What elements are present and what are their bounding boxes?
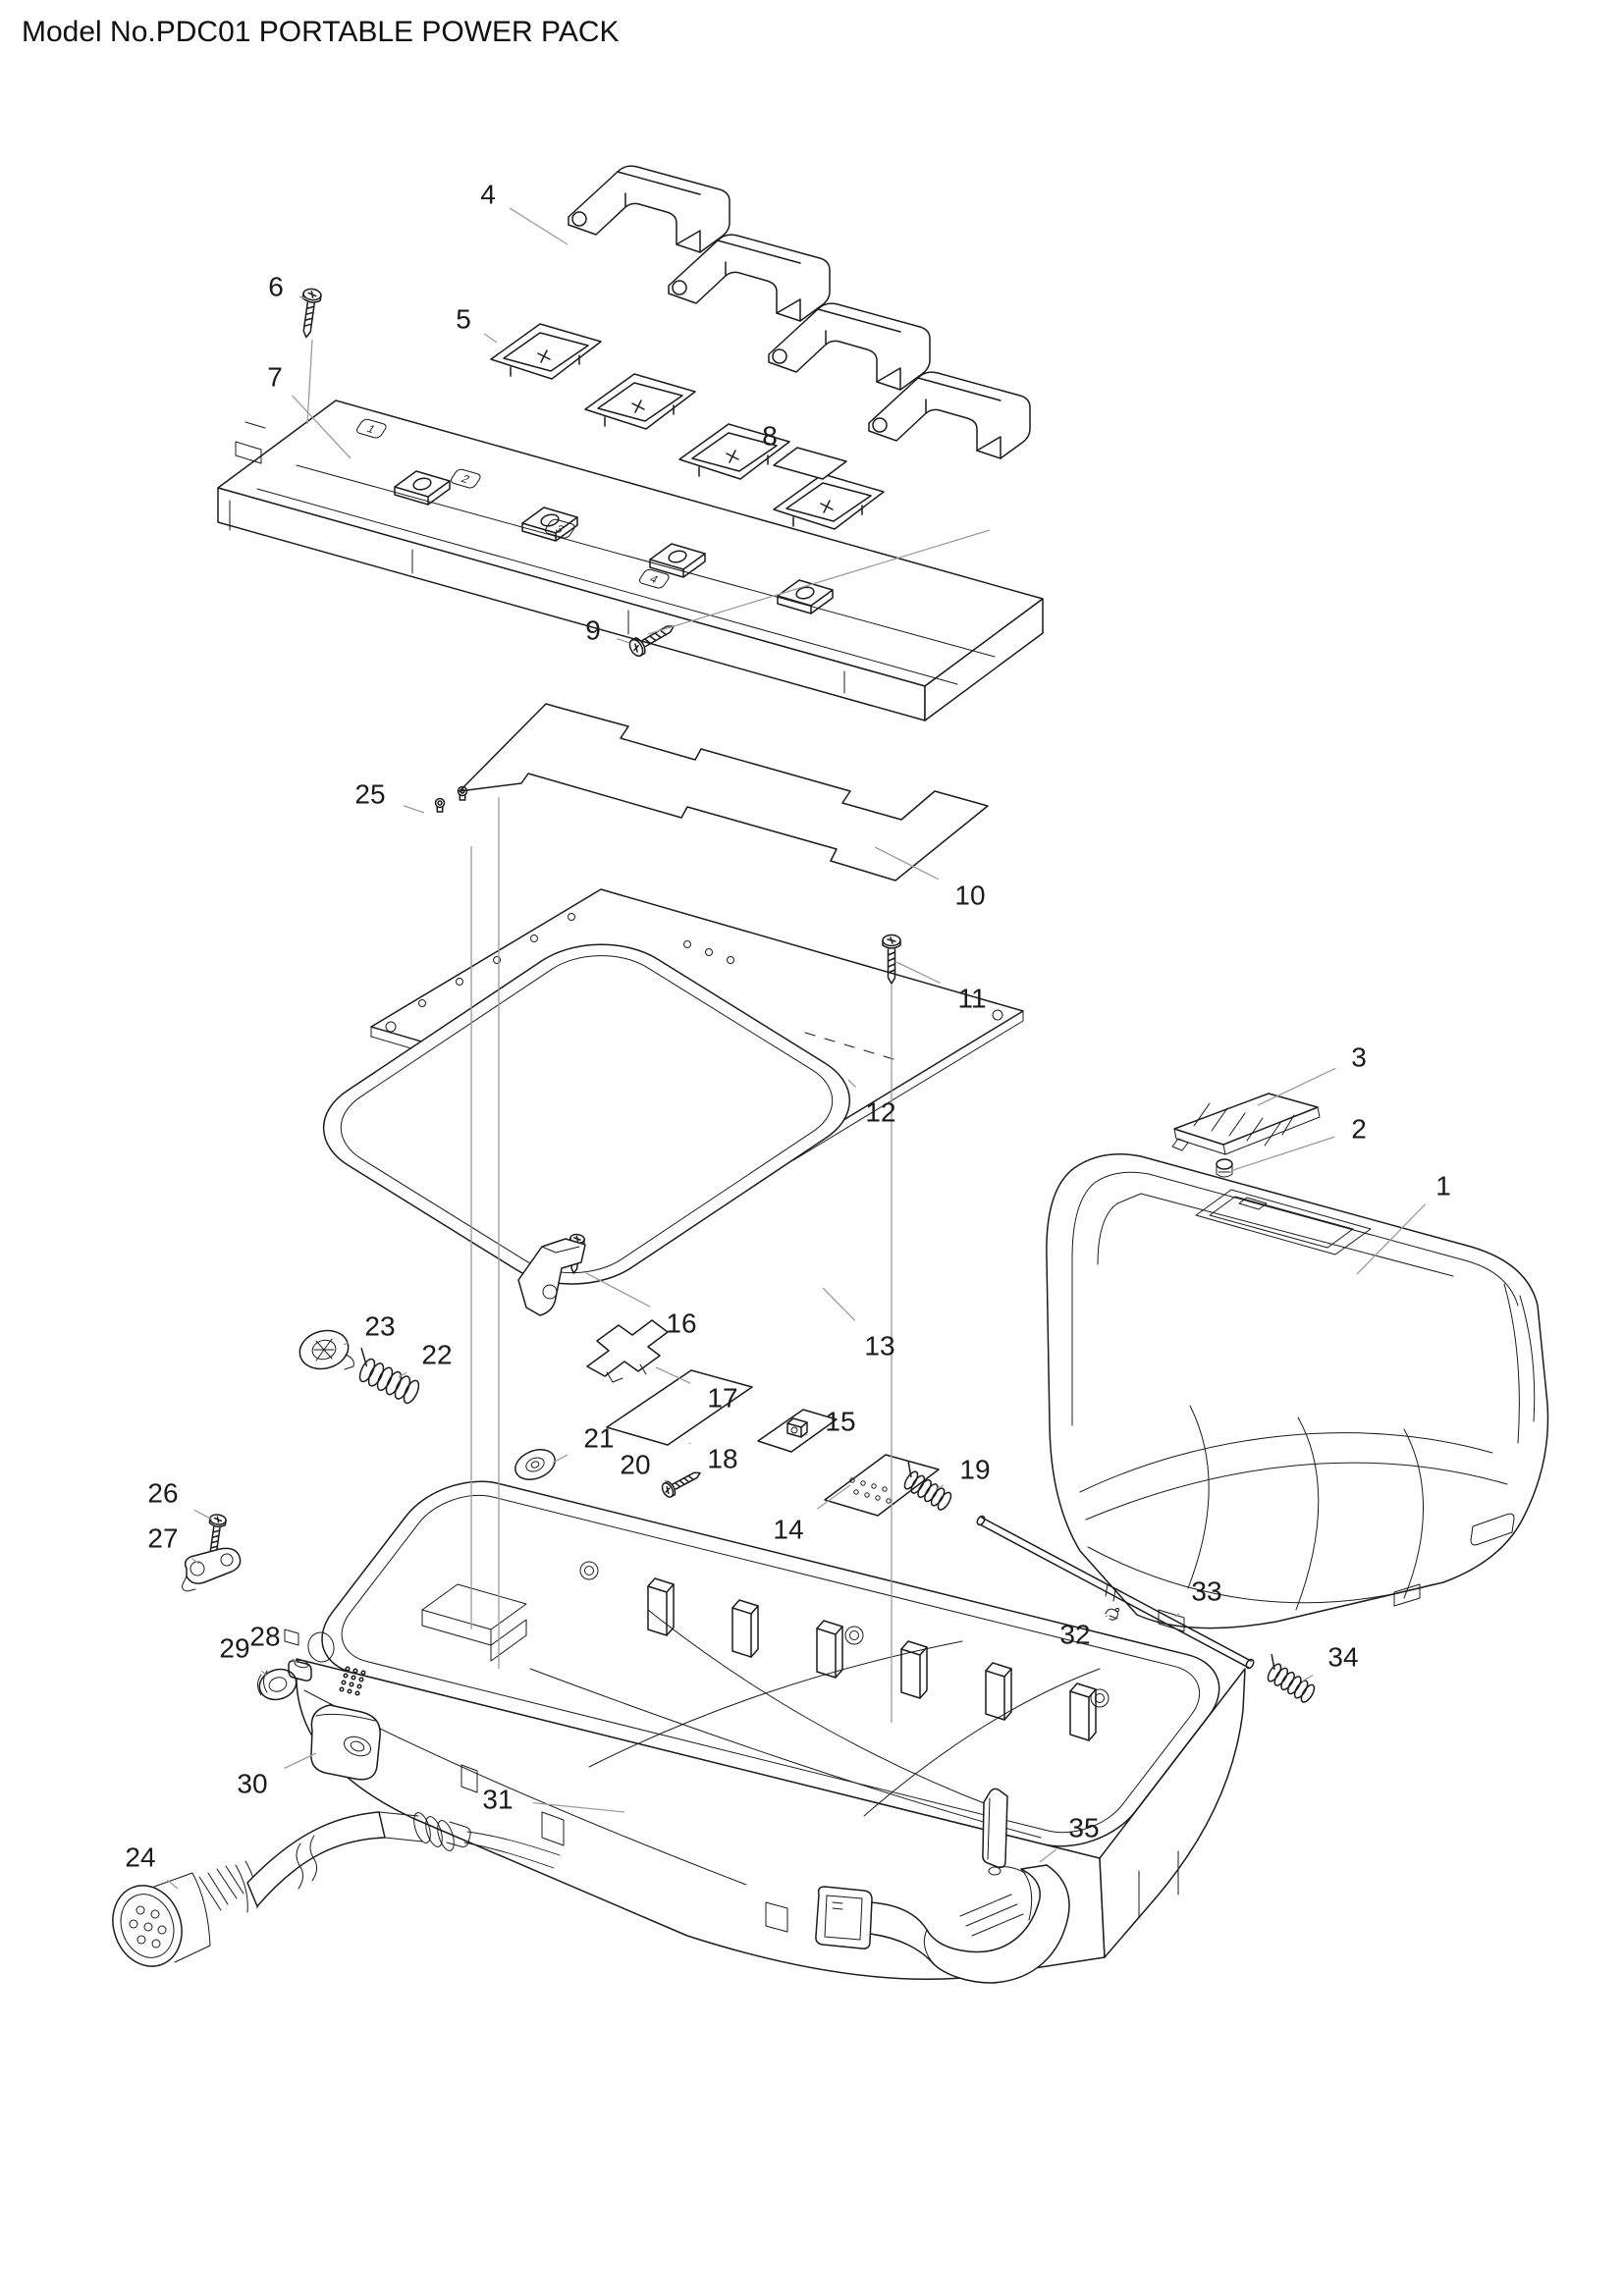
part-label-17: 17 — [707, 1383, 737, 1414]
part-label-32: 32 — [1059, 1620, 1090, 1650]
leader-line-23 — [344, 1342, 349, 1345]
leader-line-7 — [293, 396, 351, 458]
part-label-16: 16 — [666, 1308, 696, 1339]
part-label-11: 11 — [957, 984, 986, 1014]
leader-line-2 — [1233, 1137, 1334, 1170]
part-label-10: 10 — [954, 881, 985, 911]
leader-line-35 — [1040, 1849, 1056, 1862]
leader-line-14 — [817, 1485, 850, 1509]
leader-line-10 — [875, 847, 939, 880]
part-label-21: 21 — [583, 1423, 614, 1454]
leader-line-9 — [618, 639, 630, 643]
part-label-1: 1 — [1435, 1171, 1451, 1201]
leader-line-12 — [848, 1080, 856, 1088]
part-29-grommet — [255, 1665, 299, 1704]
leader-line-18 — [689, 1443, 690, 1444]
part-8-sheet — [774, 448, 846, 479]
leader-line-19 — [936, 1485, 944, 1489]
part-label-18: 18 — [707, 1444, 737, 1474]
part-27-lever — [183, 1548, 241, 1591]
part-label-13: 13 — [864, 1331, 894, 1362]
part-label-4: 4 — [480, 180, 496, 210]
leader-line-27 — [192, 1559, 200, 1564]
part-label-28: 28 — [249, 1622, 280, 1652]
part-label-8: 8 — [762, 421, 778, 452]
part-6-screw — [297, 287, 323, 340]
part-label-34: 34 — [1327, 1642, 1358, 1673]
part-2-cap — [1217, 1159, 1232, 1177]
part-34-spring — [1258, 1654, 1320, 1705]
part-3-nameplate — [1172, 1094, 1320, 1154]
part-label-27: 27 — [147, 1523, 178, 1554]
leader-line-24 — [168, 1880, 179, 1889]
part-15-switch-board — [758, 1410, 837, 1452]
part-label-9: 9 — [585, 615, 601, 646]
leader-line-32 — [1106, 1616, 1108, 1617]
part-label-30: 30 — [237, 1769, 267, 1799]
part-33-rod — [976, 1515, 1255, 1670]
part-31-bottom-tray — [285, 1469, 1245, 1979]
leader-line-25 — [404, 806, 424, 813]
part-30-ferrite-ring — [311, 1705, 380, 1780]
part-18-label-plate — [607, 1370, 752, 1445]
part-16-latch-bracket — [518, 1233, 585, 1315]
leader-line-31 — [533, 1803, 624, 1812]
part-label-6: 6 — [268, 272, 284, 302]
leader-line-17 — [656, 1367, 690, 1383]
part-22-spring — [348, 1347, 425, 1407]
leader-line-29 — [262, 1671, 267, 1675]
part-24-power-cable — [102, 1811, 560, 1976]
part-13-gasket — [290, 923, 884, 1306]
leader-line-11 — [896, 962, 941, 983]
leader-line-6 — [299, 296, 309, 300]
part-label-33: 33 — [1191, 1576, 1221, 1607]
leader-line-30 — [285, 1753, 317, 1769]
part-7-mount-plate: 1 2 3 4 — [218, 400, 1043, 721]
alignment-lines — [307, 340, 990, 1723]
part-label-23: 23 — [364, 1311, 395, 1342]
part-23-cap — [296, 1325, 353, 1374]
part-21-grommet — [511, 1444, 559, 1485]
part-20-screw — [659, 1466, 705, 1500]
leader-line-15 — [805, 1434, 807, 1435]
part-4-terminal-covers — [568, 165, 1031, 459]
part-label-29: 29 — [219, 1633, 249, 1664]
leader-line-26 — [194, 1510, 212, 1520]
leader-line-13 — [823, 1288, 855, 1320]
part-32-clip — [1106, 1608, 1119, 1620]
part-label-31: 31 — [482, 1785, 513, 1815]
part-label-24: 24 — [125, 1842, 155, 1873]
part-label-12: 12 — [865, 1097, 895, 1128]
page-title: Model No.PDC01 PORTABLE POWER PACK — [22, 16, 620, 48]
leader-line-28 — [293, 1659, 298, 1663]
leader-line-34 — [1302, 1675, 1313, 1682]
part-label-19: 19 — [959, 1455, 990, 1485]
part-10-insulation-sheet — [460, 704, 988, 881]
leader-line-3 — [1258, 1068, 1336, 1105]
part-1-top-housing — [1047, 1154, 1548, 1631]
part-label-35: 35 — [1068, 1813, 1099, 1843]
part-label-3: 3 — [1351, 1042, 1367, 1073]
part-label-2: 2 — [1351, 1114, 1367, 1145]
leader-line-22 — [399, 1372, 406, 1377]
part-35-handle — [816, 1789, 1069, 1983]
leader-line-4 — [510, 208, 568, 244]
leader-line-5 — [484, 334, 497, 343]
part-label-7: 7 — [267, 362, 283, 393]
leader-line-33 — [1175, 1614, 1179, 1617]
leader-line-16 — [586, 1273, 650, 1307]
leader-line-20 — [665, 1480, 667, 1481]
part-label-26: 26 — [147, 1478, 178, 1509]
part-label-20: 20 — [620, 1450, 650, 1480]
part-label-22: 22 — [421, 1340, 452, 1370]
part-label-5: 5 — [456, 304, 471, 335]
part-17-contact-clip — [587, 1320, 668, 1382]
leader-line-21 — [553, 1455, 568, 1463]
leader-line-1 — [1357, 1204, 1426, 1274]
part-label-14: 14 — [773, 1515, 803, 1545]
part-label-15: 15 — [825, 1407, 855, 1437]
part-label-25: 25 — [354, 779, 385, 810]
